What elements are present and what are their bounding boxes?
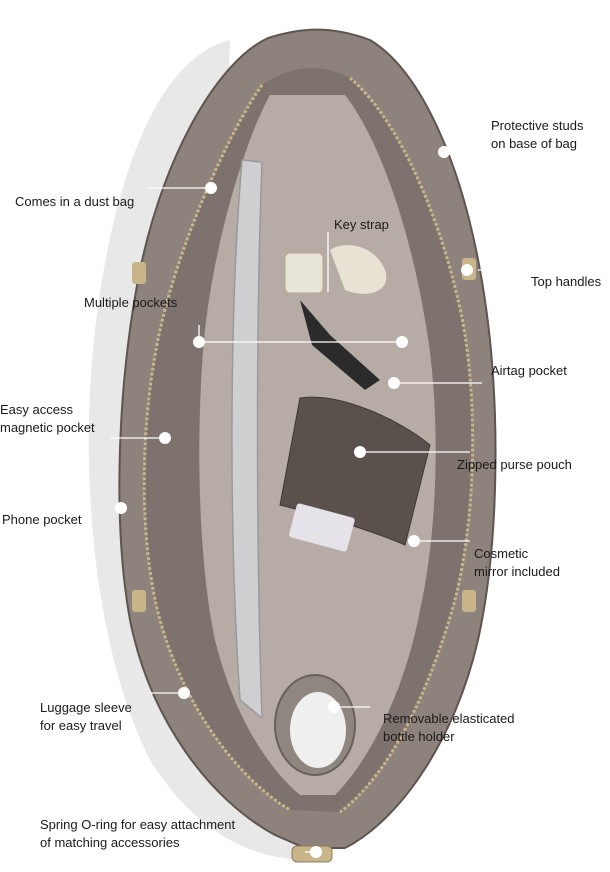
dot-purse-pouch <box>354 446 366 458</box>
label-dust-bag-line1: Comes in a dust bag <box>15 194 135 209</box>
label-magnetic-pocket-line1: Easy access <box>0 402 73 417</box>
dot-dust-bag <box>205 182 217 194</box>
label-bottle-holder-line2: bottle holder <box>383 729 455 744</box>
handle-ring-right-bottom <box>462 590 476 612</box>
label-o-ring-line2: of matching accessories <box>40 835 180 850</box>
dot-cosmetic-mirror <box>408 535 420 547</box>
label-purse-pouch: Zipped purse pouch <box>457 456 572 474</box>
label-purse-pouch-line1: Zipped purse pouch <box>457 457 572 472</box>
dot-phone-pocket <box>115 502 127 514</box>
label-key-strap: Key strap <box>334 216 389 234</box>
zipper-right <box>339 76 475 814</box>
label-magnetic-pocket: Easy access magnetic pocket <box>0 401 95 437</box>
dot-magnetic-pocket <box>159 432 171 444</box>
callout-dots <box>115 146 473 858</box>
label-cosmetic-mirror-line2: mirror included <box>474 564 560 579</box>
laptop <box>231 159 263 720</box>
dot-airtag-pocket <box>388 377 400 389</box>
label-bottle-holder: Removable elasticated bottle holder <box>383 710 515 746</box>
label-cosmetic-mirror-line1: Cosmetic <box>474 546 529 561</box>
label-luggage-sleeve-line1: Luggage sleeve <box>40 700 132 715</box>
perfume-bottle <box>284 252 324 294</box>
label-luggage-sleeve-line2: for easy travel <box>40 718 122 733</box>
cards <box>289 503 355 552</box>
cloth <box>330 245 387 294</box>
label-o-ring: Spring O-ring for easy attachment of mat… <box>40 816 235 852</box>
dot-luggage-sleeve <box>178 687 190 699</box>
dot-multiple-pockets-right <box>396 336 408 348</box>
car-key <box>300 300 380 390</box>
dot-protective-studs <box>438 146 450 158</box>
label-key-strap-line1: Key strap <box>334 217 389 232</box>
label-protective-studs-line2: on base of bag <box>491 136 578 151</box>
label-phone-pocket: Phone pocket <box>2 511 82 529</box>
label-airtag-pocket: Airtag pocket <box>491 362 567 380</box>
label-dust-bag: Comes in a dust bag <box>15 193 134 211</box>
dot-o-ring <box>310 846 322 858</box>
handle-ring-left-top <box>132 262 146 284</box>
label-luggage-sleeve: Luggage sleeve for easy travel <box>40 699 132 735</box>
dot-multiple-pockets-left <box>193 336 205 348</box>
label-airtag-pocket-line1: Airtag pocket <box>491 363 567 378</box>
handle-ring-left-bottom <box>132 590 146 612</box>
label-protective-studs: Protective studs on base of bag <box>491 117 584 153</box>
label-phone-pocket-line1: Phone pocket <box>2 512 82 527</box>
label-top-handles: Top handles <box>531 273 601 291</box>
label-magnetic-pocket-line2: magnetic pocket <box>0 420 95 435</box>
dot-bottle-holder <box>328 701 340 713</box>
label-multiple-pockets-line1: Multiple pockets <box>84 295 178 310</box>
label-bottle-holder-line1: Removable elasticated <box>383 711 515 726</box>
label-multiple-pockets: Multiple pockets <box>84 294 177 312</box>
label-cosmetic-mirror: Cosmetic mirror included <box>474 545 560 581</box>
dot-top-handles <box>461 264 473 276</box>
zipper-left <box>142 84 291 812</box>
label-o-ring-line1: Spring O-ring for easy attachment <box>40 817 236 832</box>
label-protective-studs-line1: Protective studs <box>491 118 584 133</box>
label-top-handles-line1: Top handles <box>531 274 602 289</box>
